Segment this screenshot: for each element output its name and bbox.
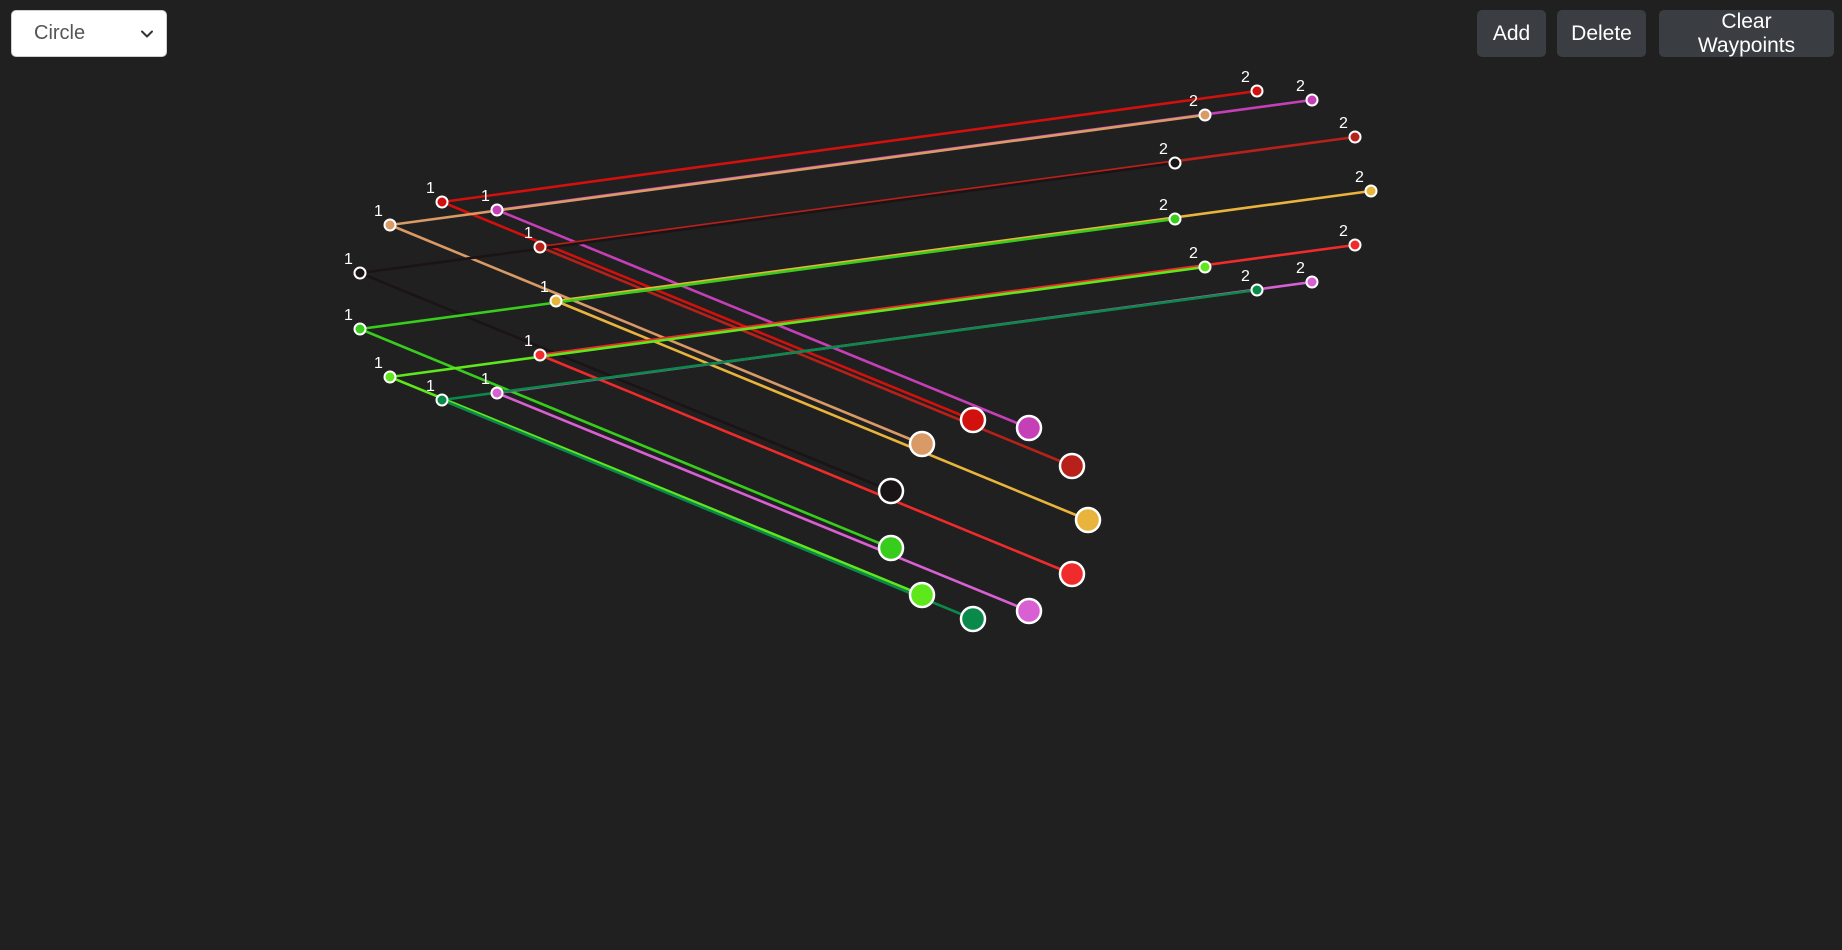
- shape-select[interactable]: Circle: [11, 10, 167, 57]
- waypoint-2-label: 2: [1189, 93, 1198, 110]
- path-node[interactable]: [1015, 414, 1043, 442]
- waypoint-2-marker[interactable]: [1305, 93, 1319, 107]
- shape-select-value: Circle: [34, 22, 86, 44]
- path-node[interactable]: [1015, 597, 1043, 625]
- path-segment-wp1-to-wp2: [441, 89, 1258, 204]
- path-segment-wp1-to-wp2: [539, 243, 1356, 357]
- path-segment-node-to-wp1: [539, 353, 1073, 576]
- waypoint-2-marker[interactable]: [1348, 130, 1362, 144]
- path-node[interactable]: [1074, 506, 1102, 534]
- waypoint-1-label: 1: [540, 279, 549, 296]
- waypoint-2-marker[interactable]: [1168, 212, 1182, 226]
- clear-waypoints-button[interactable]: Clear Waypoints: [1659, 10, 1834, 57]
- path-node[interactable]: [908, 430, 936, 458]
- waypoint-2-marker[interactable]: [1250, 84, 1264, 98]
- waypoint-2-label: 2: [1339, 115, 1348, 132]
- waypoint-1-label: 1: [524, 333, 533, 350]
- waypoint-2-marker[interactable]: [1364, 184, 1378, 198]
- waypoint-1-label: 1: [344, 307, 353, 324]
- waypoint-1-label: 1: [344, 251, 353, 268]
- waypoint-2-marker[interactable]: [1198, 108, 1212, 122]
- path-segment-wp1-to-wp2: [359, 161, 1176, 275]
- path-segment-node-to-wp1: [359, 271, 892, 493]
- path-segment-node-to-wp1: [441, 200, 974, 422]
- waypoint-1-marker[interactable]: [383, 218, 397, 232]
- waypoint-2-label: 2: [1241, 69, 1250, 86]
- waypoint-1-label: 1: [426, 378, 435, 395]
- waypoint-1-marker[interactable]: [353, 266, 367, 280]
- path-node[interactable]: [959, 406, 987, 434]
- path-node[interactable]: [908, 581, 936, 609]
- waypoint-2-label: 2: [1159, 141, 1168, 158]
- path-segment-wp1-to-wp2: [441, 288, 1258, 402]
- waypoint-1-label: 1: [374, 203, 383, 220]
- path-segment-node-to-wp1: [496, 391, 1030, 613]
- waypoint-1-marker[interactable]: [435, 195, 449, 209]
- path-node[interactable]: [877, 534, 905, 562]
- path-node[interactable]: [1058, 452, 1086, 480]
- path-segment-node-to-wp1: [555, 299, 1089, 522]
- waypoint-1-marker[interactable]: [549, 294, 563, 308]
- waypoint-2-label: 2: [1159, 197, 1168, 214]
- waypoint-1-marker[interactable]: [533, 240, 547, 254]
- waypoint-2-label: 2: [1339, 223, 1348, 240]
- waypoint-2-marker[interactable]: [1250, 283, 1264, 297]
- path-segment-node-to-wp1: [441, 398, 974, 621]
- path-segment-node-to-wp1: [359, 327, 892, 550]
- waypoint-1-marker[interactable]: [383, 370, 397, 384]
- waypoint-2-label: 2: [1296, 78, 1305, 95]
- path-segment-node-to-wp1: [496, 208, 1030, 430]
- path-markers: 1 2 1 2 1 2 1 2 1 2 1 2 1 2 1 2 1 2 1 2 1 2: [344, 69, 1378, 633]
- waypoint-2-marker[interactable]: [1198, 260, 1212, 274]
- waypoint-2-label: 2: [1355, 169, 1364, 186]
- path-node[interactable]: [1058, 560, 1086, 588]
- path-segment-wp1-to-wp2: [539, 135, 1356, 249]
- waypoint-1-label: 1: [374, 355, 383, 372]
- path-segment-wp1-to-wp2: [389, 265, 1206, 379]
- path-segment-node-to-wp1: [539, 245, 1073, 468]
- path-lines: [359, 89, 1372, 621]
- waypoint-2-marker[interactable]: [1348, 238, 1362, 252]
- path-segment-wp1-to-wp2: [389, 113, 1206, 227]
- path-segment-wp1-to-wp2: [555, 189, 1372, 303]
- path-segment-wp1-to-wp2: [359, 217, 1176, 331]
- waypoint-1-label: 1: [524, 225, 533, 242]
- waypoint-1-marker[interactable]: [490, 386, 504, 400]
- path-node[interactable]: [877, 477, 905, 505]
- waypoint-2-label: 2: [1241, 268, 1250, 285]
- waypoint-2-label: 2: [1296, 260, 1305, 277]
- chevron-down-icon: [141, 30, 153, 37]
- delete-button[interactable]: Delete: [1557, 10, 1646, 57]
- waypoint-2-marker[interactable]: [1305, 275, 1319, 289]
- waypoint-1-label: 1: [481, 188, 490, 205]
- waypoint-1-label: 1: [426, 180, 435, 197]
- path-node[interactable]: [959, 605, 987, 633]
- waypoint-1-label: 1: [481, 371, 490, 388]
- path-segment-node-to-wp1: [389, 375, 923, 597]
- waypoint-1-marker[interactable]: [533, 348, 547, 362]
- path-segment-node-to-wp1: [389, 223, 923, 446]
- waypoint-1-marker[interactable]: [353, 322, 367, 336]
- waypoint-1-marker[interactable]: [490, 203, 504, 217]
- add-button[interactable]: Add: [1477, 10, 1546, 57]
- waypoint-2-marker[interactable]: [1168, 156, 1182, 170]
- waypoint-2-label: 2: [1189, 245, 1198, 262]
- waypoint-1-marker[interactable]: [435, 393, 449, 407]
